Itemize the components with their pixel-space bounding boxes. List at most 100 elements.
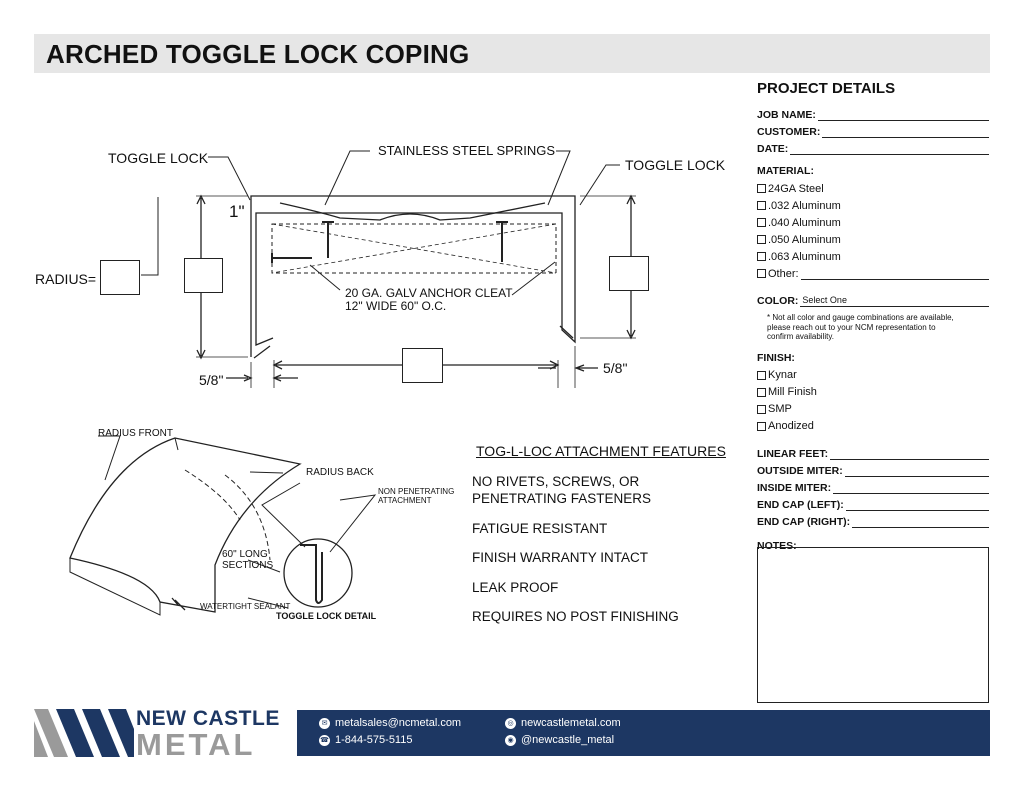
height-dimension-box-left [184, 258, 223, 293]
website-link[interactable]: newcastlemetal.com [521, 717, 621, 729]
non-penetrating-label: NON PENETRATING ATTACHMENT [378, 487, 455, 505]
material-option[interactable]: .032 Aluminum [757, 197, 989, 214]
project-details: PROJECT DETAILS JOB NAME: CUSTOMER: DATE… [757, 80, 989, 555]
screw-horizontal [271, 253, 312, 263]
email-contact[interactable]: ✉ metalsales@ncmetal.com [319, 717, 461, 729]
job-name-row: JOB NAME: [757, 104, 989, 121]
other-label: Other: [768, 267, 799, 280]
checkbox[interactable] [757, 252, 766, 261]
material-option-label: .032 Aluminum [768, 199, 841, 212]
notes-textarea[interactable] [757, 547, 989, 703]
checkbox[interactable] [757, 404, 766, 414]
page-title: ARCHED TOGGLE LOCK COPING [46, 39, 470, 69]
website-contact[interactable]: ◎ newcastlemetal.com [505, 717, 621, 729]
end-cap-right-row: END CAP (RIGHT): [757, 511, 989, 528]
finish-option[interactable]: SMP [757, 401, 989, 418]
toggle-lock-left-label: TOGGLE LOCK [108, 150, 209, 166]
brand-name-bottom: METAL [136, 727, 256, 762]
one-inch-label: 1" [229, 202, 245, 221]
checkbox[interactable] [757, 421, 766, 431]
footer-contact-bar [297, 710, 990, 756]
linear-feet-label: LINEAR FEET: [757, 447, 829, 460]
social-contact[interactable]: ◉ @newcastle_metal [505, 734, 614, 746]
linear-feet-field[interactable] [830, 448, 989, 460]
checkbox[interactable] [757, 370, 766, 380]
feature-item: LEAK PROOF [472, 579, 559, 595]
end-cap-right-label: END CAP (RIGHT): [757, 515, 851, 528]
coping-profile [250, 195, 576, 357]
material-other-option[interactable]: Other: [757, 265, 989, 282]
material-option-label: .063 Aluminum [768, 250, 841, 263]
email-icon: ✉ [319, 717, 330, 729]
checkbox[interactable] [757, 387, 766, 397]
newcastle-logo [34, 709, 134, 757]
email-link[interactable]: metalsales@ncmetal.com [335, 717, 462, 729]
customer-row: CUSTOMER: [757, 121, 989, 138]
toggle-lock-right-label: TOGGLE LOCK [625, 157, 726, 173]
material-option[interactable]: 24GA Steel [757, 180, 989, 197]
customer-label: CUSTOMER: [757, 126, 821, 138]
color-select[interactable]: Select One [800, 295, 989, 307]
material-option-label: .050 Aluminum [768, 233, 841, 246]
color-row: COLOR:Select One [757, 290, 989, 307]
cleat-label-line1: 20 GA. GALV ANCHOR CLEAT [345, 286, 513, 300]
project-details-title: PROJECT DETAILS [757, 80, 896, 97]
end-cap-left-row: END CAP (LEFT): [757, 494, 989, 511]
checkbox[interactable] [757, 201, 766, 210]
finish-option[interactable]: Kynar [757, 367, 989, 384]
notes-label: NOTES: [757, 539, 797, 552]
screw-right [496, 221, 508, 262]
finish-option-label: Anodized [768, 420, 814, 432]
finish-option[interactable]: Anodized [757, 418, 989, 435]
finish-option[interactable]: Mill Finish [757, 384, 989, 401]
radius-back-label: RADIUS BACK [306, 467, 374, 478]
feature-item: FATIGUE RESISTANT [472, 520, 608, 536]
stainless-springs [279, 202, 546, 221]
radius-dimension-box [100, 260, 140, 295]
social-link[interactable]: @newcastle_metal [521, 734, 615, 746]
stainless-springs-label: STAINLESS STEEL SPRINGS [378, 143, 555, 158]
customer-field[interactable] [822, 126, 989, 138]
linear-feet-row: LINEAR FEET: [757, 443, 989, 460]
screw-left [322, 221, 334, 258]
globe-icon: ◎ [505, 717, 516, 729]
material-option[interactable]: .040 Aluminum [757, 214, 989, 231]
checkbox[interactable] [757, 184, 766, 193]
outside-miter-field[interactable] [844, 465, 989, 477]
watertight-sealant-label: WATERTIGHT SEALANT [200, 602, 291, 611]
material-label: MATERIAL: [757, 165, 814, 177]
checkbox[interactable] [757, 235, 766, 244]
phone-link[interactable]: 1-844-575-5115 [335, 734, 413, 746]
checkbox[interactable] [757, 218, 766, 227]
feature-item: FINISH WARRANTY INTACT [472, 550, 649, 565]
toggle-lock-detail-circle [283, 538, 353, 608]
finish-option-label: Mill Finish [768, 386, 817, 398]
instagram-icon: ◉ [505, 734, 516, 746]
finish-option-label: SMP [768, 403, 792, 415]
end-cap-left-field[interactable] [845, 499, 989, 511]
radius-label: RADIUS= [35, 271, 97, 287]
toggle-lock-detail-label: TOGGLE LOCK DETAIL [276, 611, 377, 621]
date-label: DATE: [757, 143, 789, 155]
job-name-label: JOB NAME: [757, 109, 816, 121]
phone-contact[interactable]: ☎ 1-844-575-5115 [319, 734, 412, 746]
title-band: ARCHED TOGGLE LOCK COPING [34, 34, 990, 73]
features-title: TOG-L-LOC ATTACHMENT FEATURES [476, 443, 726, 459]
height-dimension-box-right [609, 256, 649, 291]
five-eighths-right-label: 5/8" [603, 360, 628, 376]
other-field[interactable] [800, 268, 989, 280]
inside-miter-field[interactable] [833, 482, 989, 494]
outside-miter-row: OUTSIDE MITER: [757, 460, 989, 477]
end-cap-right-field[interactable] [852, 516, 989, 528]
material-option[interactable]: .050 Aluminum [757, 231, 989, 248]
long-sections-label: 60" LONG SECTIONS [222, 549, 274, 571]
date-field[interactable] [790, 143, 989, 155]
checkbox[interactable] [757, 269, 766, 278]
material-option[interactable]: .063 Aluminum [757, 248, 989, 265]
finish-label: FINISH: [757, 351, 795, 364]
phone-icon: ☎ [319, 734, 330, 746]
feature-item: REQUIRES NO POST FINISHING [472, 609, 679, 624]
brand-name-top: NEW CASTLE [136, 707, 280, 730]
job-name-field[interactable] [817, 109, 989, 121]
